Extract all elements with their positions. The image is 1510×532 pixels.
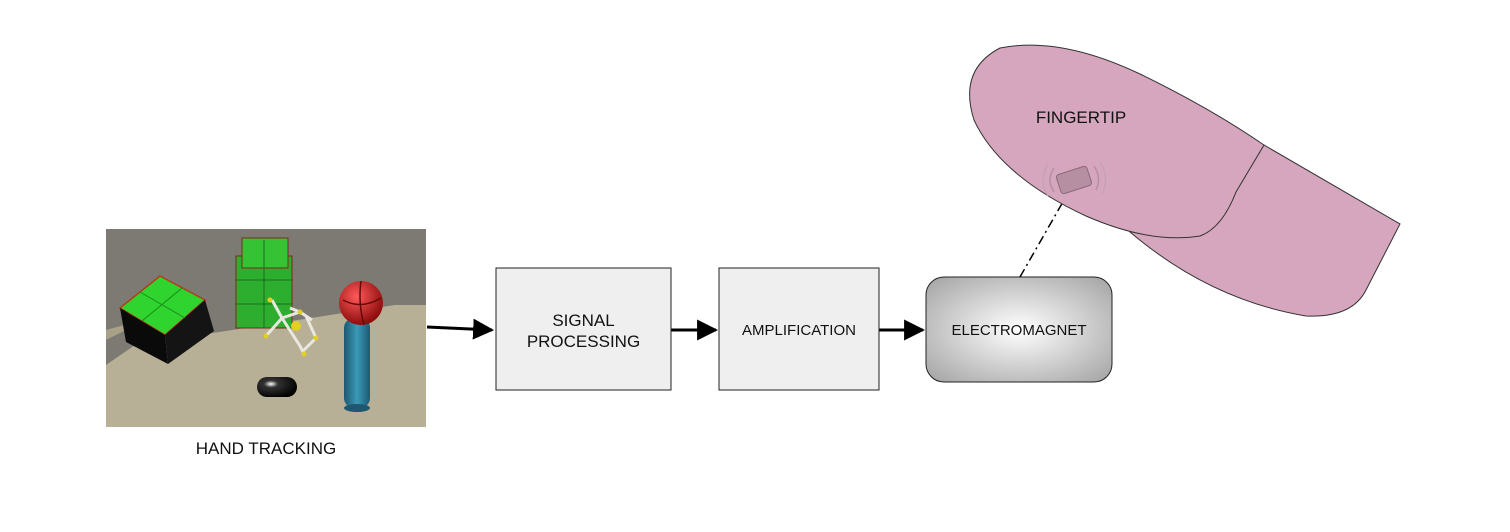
black-capsule <box>257 377 297 397</box>
fingertip-magnet-device <box>1042 161 1107 197</box>
hand-tracking-label: HAND TRACKING <box>196 439 336 458</box>
signal-processing-label-line1: SIGNAL <box>552 311 614 330</box>
electromagnet-label: ELECTROMAGNET <box>951 322 1086 339</box>
hand-tracking-image <box>106 229 426 427</box>
fingertip-label: FINGERTIP <box>1036 108 1126 127</box>
signal-processing-block: SIGNAL PROCESSING <box>495 267 672 391</box>
amplification-block: AMPLIFICATION <box>718 267 880 391</box>
fingertip-pad <box>969 44 1265 239</box>
hand-skeleton <box>263 297 319 357</box>
green-cube <box>118 275 214 364</box>
fingertip-shape: FINGERTIP <box>969 44 1401 317</box>
electromagnet-block: ELECTROMAGNET <box>925 276 1113 383</box>
amplification-label: AMPLIFICATION <box>742 322 856 339</box>
magnetic-link-line <box>1019 199 1065 278</box>
stacked-cubes <box>235 237 293 329</box>
signal-processing-label-line2: PROCESSING <box>527 332 640 351</box>
finger-distal-segment <box>1128 144 1401 317</box>
sphere-on-cylinder <box>339 280 383 412</box>
arrow-tracking-to-signal <box>426 318 495 340</box>
